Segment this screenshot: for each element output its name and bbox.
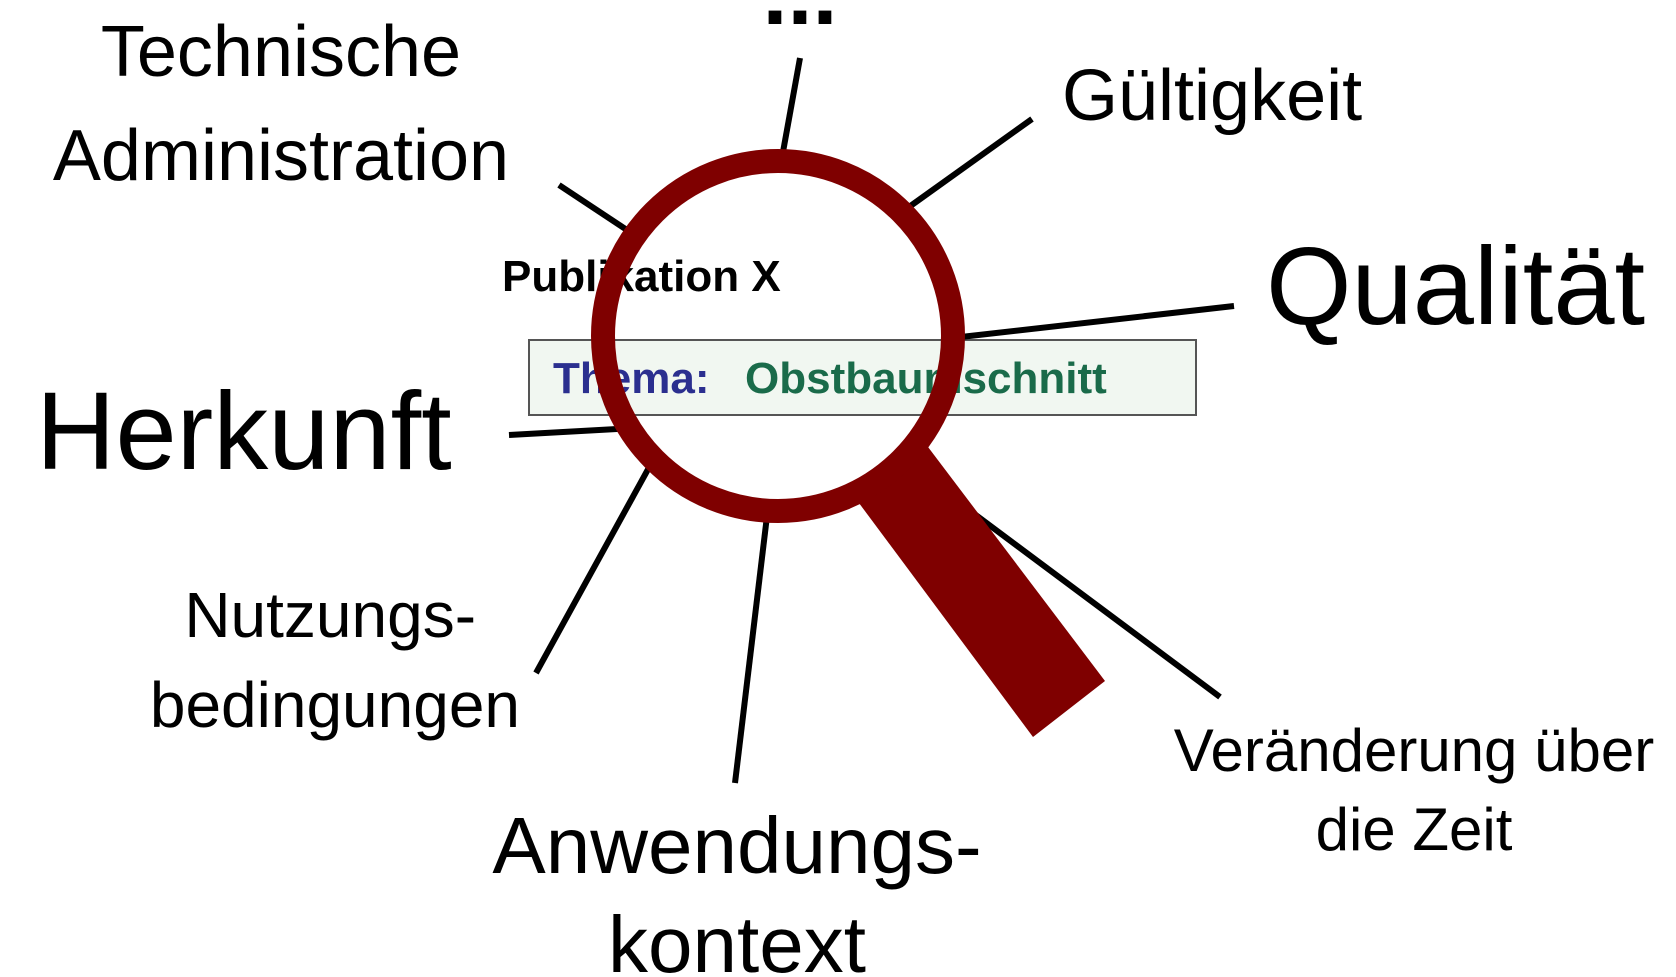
connector-ellipsis: [778, 57, 803, 164]
label-herkunft: Herkunft: [36, 370, 452, 493]
label-anwendungskontext-line2: kontext: [608, 900, 866, 977]
label-qualitaet: Qualität: [1266, 225, 1645, 348]
connector-nutzungsbedingungen: [533, 460, 655, 675]
connector-gueltigkeit: [900, 116, 1034, 215]
connector-technische-administration: [557, 182, 638, 239]
magnifier-ring: [591, 149, 965, 523]
label-gueltigkeit: Gültigkeit: [1062, 56, 1362, 136]
label-nutzungsbedingungen-line1: Nutzungs-: [184, 579, 476, 651]
label-anwendungskontext-line1: Anwendungs-: [492, 801, 981, 890]
label-technische-administration-line1: Technische: [101, 12, 461, 92]
connector-herkunft: [508, 425, 636, 438]
publication-title: Publikation X: [502, 252, 781, 301]
label-ellipsis: ...: [762, 0, 837, 44]
topic-box-frame: [528, 339, 1197, 416]
label-nutzungsbedingungen-line2: bedingungen: [150, 669, 520, 741]
topic-label: Thema:: [553, 354, 709, 403]
topic-value: Obstbaumschnitt: [745, 354, 1107, 403]
label-veraenderung-line1: Veränderung über: [1174, 717, 1654, 784]
connector-anwendungskontext: [732, 515, 770, 784]
magnifying-glass-icon: [591, 149, 1105, 737]
label-technische-administration-line2: Administration: [53, 116, 509, 196]
connector-qualitaet: [951, 303, 1235, 341]
magnifier-handle: [853, 443, 1105, 737]
label-veraenderung-line2: die Zeit: [1316, 796, 1513, 863]
topic-box: Thema: Obstbaumschnitt: [528, 339, 1197, 416]
